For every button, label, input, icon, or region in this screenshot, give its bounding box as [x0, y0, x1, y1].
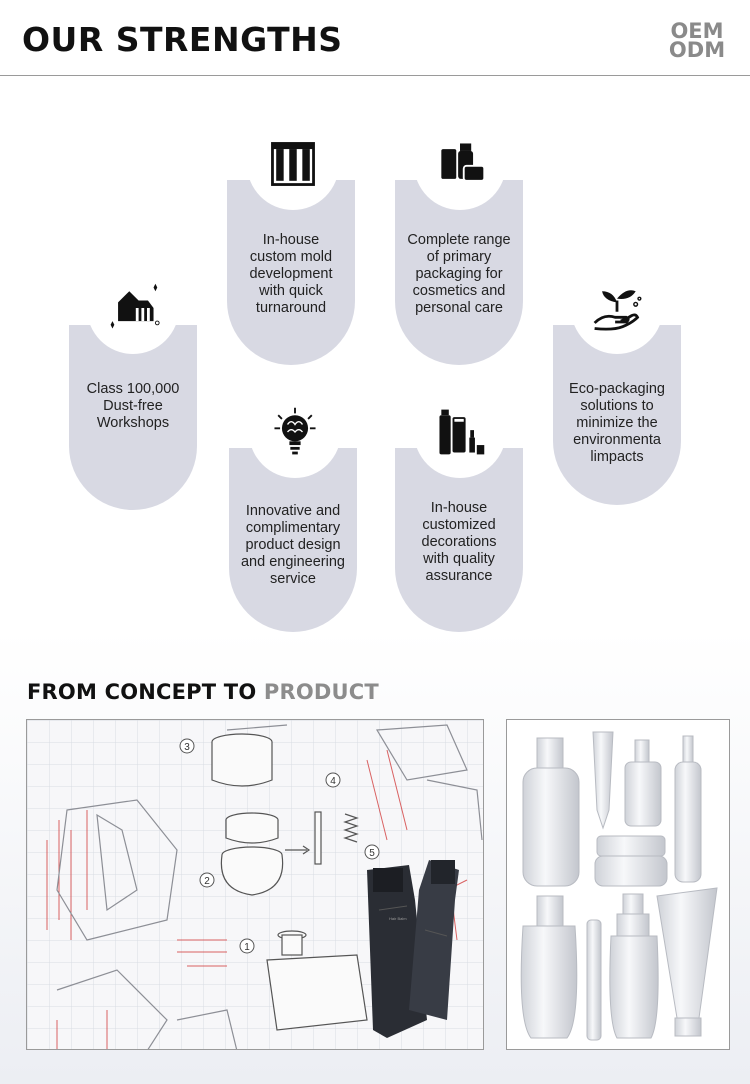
plant-hand-icon [593, 290, 642, 331]
product-photo [506, 719, 730, 1050]
callout-1: 1 [244, 942, 250, 953]
strength-icon-circle [414, 118, 506, 210]
brand-logo: OEM ODM [666, 19, 728, 62]
technical-drawing: 3 4 2 5 1 Hair Balm [27, 720, 483, 1049]
bottles-icon [441, 143, 486, 182]
strength-text-packaging: Complete range of primary packaging for … [407, 232, 511, 316]
strength-card-decoration: In-house customized decorations with qua… [395, 448, 523, 632]
strength-icon-circle [571, 262, 663, 354]
logo-products-icon [439, 409, 485, 455]
strength-card-workshops: Class 100,000 Dust-free Workshops [69, 325, 197, 510]
strength-icon-circle [247, 118, 339, 210]
strength-text-eco: Eco-packaging solutions to minimize the … [569, 381, 665, 465]
mold-icon [271, 142, 315, 186]
strength-icon-circle [414, 386, 506, 478]
white-bottles-illustration [520, 731, 718, 1041]
black-tube-products: Hair Balm [367, 860, 459, 1038]
strength-card-design: Innovative and complimentary product des… [229, 448, 357, 632]
strength-icon-circle [249, 386, 341, 478]
header: OUR STRENGTHS OEM ODM [0, 0, 750, 76]
section-title: FROM CONCEPT TO PRODUCT [27, 680, 379, 704]
factory-icon [110, 283, 160, 329]
callout-3: 3 [184, 742, 190, 753]
callout-5: 5 [369, 848, 375, 859]
strength-text-mold: In-house custom mold development with qu… [249, 232, 333, 316]
tube-label: Hair Balm [389, 916, 407, 921]
strength-text-design: Innovative and complimentary product des… [240, 503, 345, 587]
section-title-dark: FROM CONCEPT TO [27, 680, 257, 704]
brand-line-oem: OEM [670, 19, 724, 43]
callout-4: 4 [330, 776, 336, 787]
section-title-gray: PRODUCT [263, 680, 379, 704]
strength-card-packaging: Complete range of primary packaging for … [395, 180, 523, 365]
lightbulb-brain-icon [274, 407, 316, 455]
strength-text-decoration: In-house customized decorations with qua… [421, 500, 497, 584]
strength-text: Class 100,000 Dust-free Workshops [75, 381, 191, 432]
page-title: OUR STRENGTHS [22, 20, 343, 59]
callout-2: 2 [204, 876, 210, 887]
strength-icon-circle [87, 262, 179, 354]
brand-line-odm: ODM [668, 38, 726, 62]
concept-drawing-image: 3 4 2 5 1 Hair Balm [26, 719, 484, 1050]
strength-card-mold: In-house custom mold development with qu… [227, 180, 355, 365]
strength-card-eco: Eco-packaging solutions to minimize the … [553, 325, 681, 505]
strength-text-workshops: Class 100,000 Dust-free Workshops [86, 381, 180, 431]
